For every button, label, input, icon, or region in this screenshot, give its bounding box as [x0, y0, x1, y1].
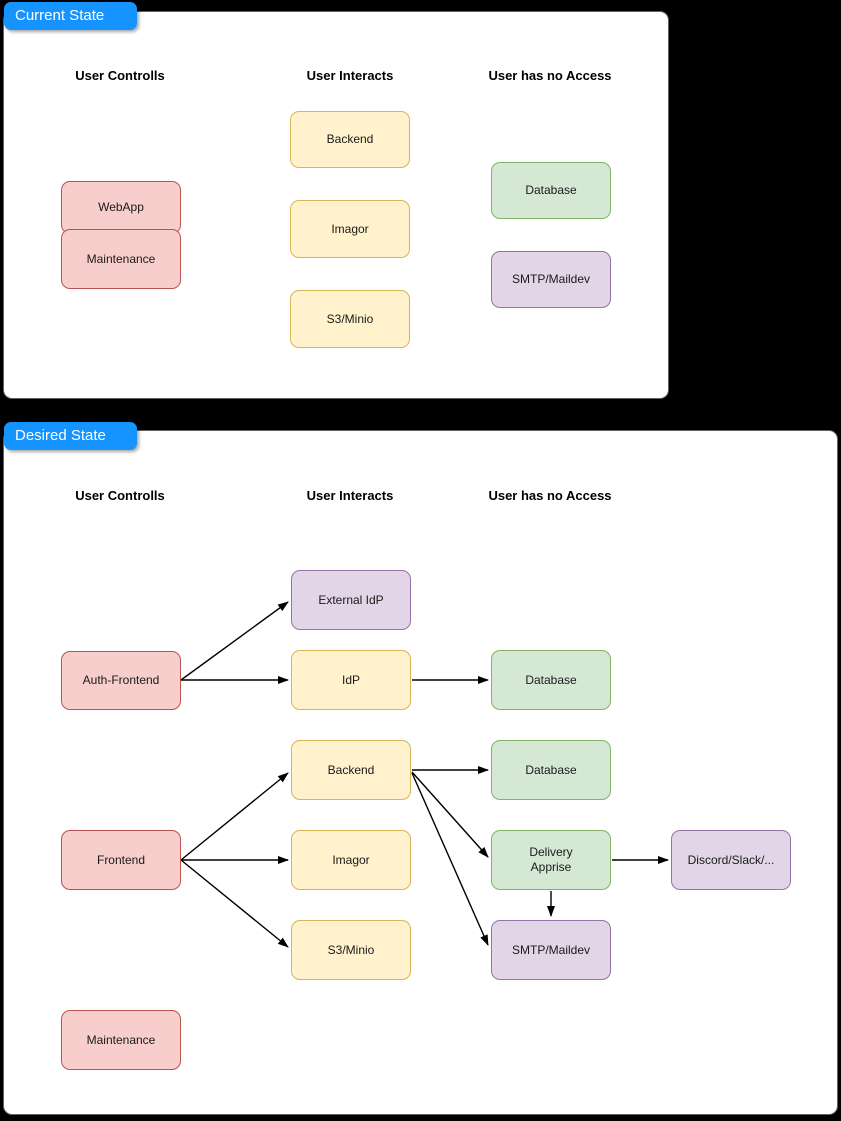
current-state-tab: Current State: [4, 2, 137, 30]
node-desired-imagor: Imagor: [291, 830, 411, 890]
node-current-imagor: Imagor: [290, 200, 410, 258]
desired-column-user-controlls: User Controlls: [75, 488, 165, 503]
node-current-database: Database: [491, 162, 611, 219]
node-desired-database-idp: Database: [491, 650, 611, 710]
node-desired-delivery-apprise: Delivery Apprise: [491, 830, 611, 890]
node-current-backend: Backend: [290, 111, 410, 168]
node-current-smtp-maildev: SMTP/Maildev: [491, 251, 611, 308]
current-column-user-has-no-access: User has no Access: [488, 68, 612, 83]
node-desired-backend: Backend: [291, 740, 411, 800]
desired-column-user-has-no-access: User has no Access: [488, 488, 612, 503]
desired-state-tab: Desired State: [4, 422, 137, 450]
node-desired-smtp-maildev: SMTP/Maildev: [491, 920, 611, 980]
node-desired-discord-slack: Discord/Slack/...: [671, 830, 791, 890]
current-column-user-interacts: User Interacts: [306, 68, 394, 83]
node-current-maintenance: Maintenance: [61, 229, 181, 289]
node-desired-frontend: Frontend: [61, 830, 181, 890]
node-desired-maintenance: Maintenance: [61, 1010, 181, 1070]
node-current-webapp: WebApp: [61, 181, 181, 234]
node-desired-s3-minio: S3/Minio: [291, 920, 411, 980]
node-desired-external-idp: External IdP: [291, 570, 411, 630]
desired-column-user-interacts: User Interacts: [306, 488, 394, 503]
node-desired-idp: IdP: [291, 650, 411, 710]
node-desired-auth-frontend: Auth-Frontend: [61, 651, 181, 710]
current-column-user-controlls: User Controlls: [75, 68, 165, 83]
node-current-s3-minio: S3/Minio: [290, 290, 410, 348]
node-desired-database-backend: Database: [491, 740, 611, 800]
